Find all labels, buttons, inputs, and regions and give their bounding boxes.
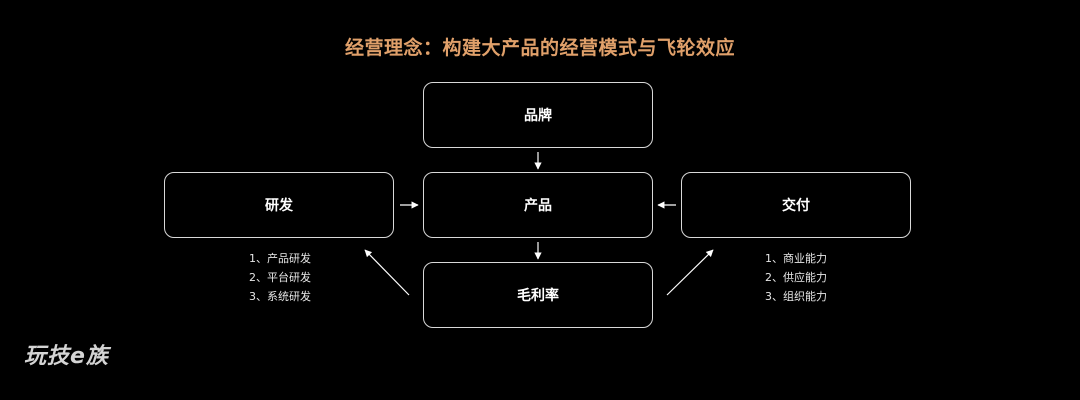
node-margin: 毛利率 bbox=[423, 262, 653, 328]
arrow-margin-to-delivery bbox=[666, 249, 714, 296]
node-margin-label: 毛利率 bbox=[517, 288, 559, 304]
diagram-title: 经营理念：构建大产品的经营模式与飞轮效应 bbox=[344, 37, 735, 59]
rnd-description-list: 1、产品研发 2、平台研发 3、系统研发 bbox=[249, 249, 311, 306]
node-rnd-label: 研发 bbox=[265, 198, 293, 214]
node-rnd: 研发 bbox=[164, 172, 394, 238]
node-product: 产品 bbox=[423, 172, 653, 238]
brand-logo: 玩技e族 bbox=[24, 344, 109, 369]
node-product-label: 产品 bbox=[524, 198, 552, 214]
node-brand-label: 品牌 bbox=[524, 108, 552, 124]
delivery-description-list: 1、商业能力 2、供应能力 3、组织能力 bbox=[765, 249, 827, 306]
rnd-item: 3、系统研发 bbox=[249, 290, 311, 303]
node-delivery-label: 交付 bbox=[782, 198, 810, 214]
node-delivery: 交付 bbox=[681, 172, 911, 238]
rnd-item: 2、平台研发 bbox=[249, 271, 311, 284]
delivery-item: 3、组织能力 bbox=[765, 290, 827, 303]
rnd-item: 1、产品研发 bbox=[249, 252, 311, 265]
delivery-item: 1、商业能力 bbox=[765, 252, 827, 265]
arrow-margin-to-rnd bbox=[364, 249, 410, 296]
delivery-item: 2、供应能力 bbox=[765, 271, 827, 284]
node-brand: 品牌 bbox=[423, 82, 653, 148]
